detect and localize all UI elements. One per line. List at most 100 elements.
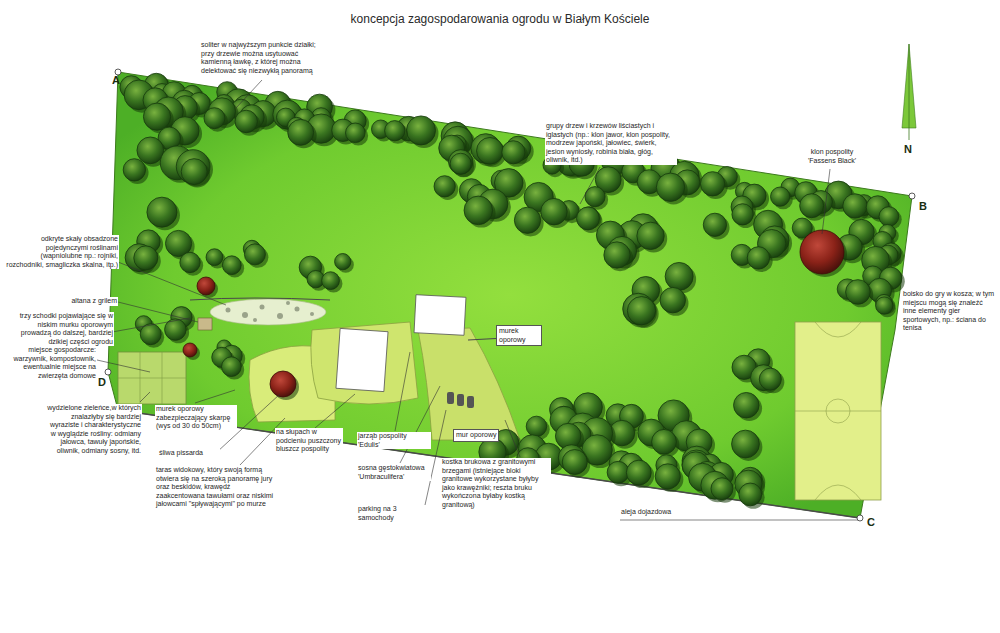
tree-canopy xyxy=(846,280,874,308)
corner-points xyxy=(105,69,915,521)
tree-crown xyxy=(197,277,215,295)
tree-crown xyxy=(450,153,471,174)
tree-canopy xyxy=(558,445,587,474)
leader-lines xyxy=(97,80,858,520)
annotation: grupy drzew i krzewów liściastych i igla… xyxy=(545,122,677,165)
tree-crown xyxy=(577,207,600,230)
tree-canopy xyxy=(204,108,228,132)
tree-canopy xyxy=(660,287,688,315)
tree-crown xyxy=(655,464,680,489)
leader-line xyxy=(236,80,262,108)
tree-crown xyxy=(335,254,351,270)
tree-crown xyxy=(322,272,340,290)
tree-crown xyxy=(652,429,677,454)
tree-crown xyxy=(637,222,664,249)
north-letter: N xyxy=(903,143,913,156)
annotation: śliwa pissarda xyxy=(158,449,220,458)
tree-crown xyxy=(656,173,684,201)
house xyxy=(336,328,388,391)
annotation: soliter w najwyższym punkcie działki; pr… xyxy=(200,41,327,75)
annotation: miejsce gospodarcze: warzywnik, komposto… xyxy=(5,346,97,380)
cars xyxy=(447,392,474,408)
leader-line xyxy=(118,262,226,305)
leader-line xyxy=(395,352,410,431)
tree-canopy xyxy=(222,357,245,380)
leader-line xyxy=(195,390,235,403)
annotation: trzy schodki pojawiające się w niskim mu… xyxy=(8,312,114,346)
tree-crown xyxy=(206,249,223,266)
tree-canopy xyxy=(244,244,268,268)
tree-canopy xyxy=(626,460,654,488)
annotation: altana z grilem xyxy=(40,297,118,306)
gazebo xyxy=(198,318,212,330)
tree-crown xyxy=(526,416,547,437)
tree-canopy xyxy=(288,119,317,148)
leader-line xyxy=(822,169,830,234)
tree-canopy xyxy=(732,204,756,228)
leader-line xyxy=(97,360,150,372)
tree-crown xyxy=(385,121,405,141)
tree-crown xyxy=(732,430,760,458)
tree-canopy xyxy=(655,464,683,492)
tree-crown xyxy=(626,460,651,485)
leader-line xyxy=(580,167,600,204)
rock-garden xyxy=(210,299,326,325)
annotation: na słupach w podcieniu puszczony bluszcz… xyxy=(275,428,343,454)
tree-crown xyxy=(449,150,473,174)
leader-line xyxy=(400,386,440,463)
tree-canopy xyxy=(406,116,438,148)
tree-crown xyxy=(183,343,197,357)
leader-line xyxy=(140,392,150,402)
tree-canopy xyxy=(656,173,687,204)
tree-crown xyxy=(464,196,493,225)
corner-point xyxy=(105,369,111,375)
tree-canopy xyxy=(335,254,354,273)
tree-canopy xyxy=(165,319,190,344)
tree-crown xyxy=(346,123,366,143)
rock-dots xyxy=(226,301,315,322)
corner-letter: D xyxy=(97,376,107,389)
tree-canopy xyxy=(464,196,496,228)
tree-canopy xyxy=(627,297,658,328)
annotation: murek oporowy zabezpieczający skarpę (wy… xyxy=(155,405,237,431)
tree-crown xyxy=(739,483,762,506)
tree-canopy xyxy=(514,207,543,236)
tree-canopy xyxy=(652,429,680,457)
tree-crown xyxy=(846,280,871,305)
annotation: klon pospolity 'Fassens Black' xyxy=(798,148,866,165)
tree-canopy xyxy=(181,159,210,188)
tree-canopy xyxy=(711,478,736,503)
tree-crown xyxy=(604,242,630,268)
utility-area xyxy=(118,352,186,404)
tree-crown xyxy=(665,262,693,290)
tree-canopy xyxy=(222,256,244,278)
annotation: parking na 3 samochody xyxy=(357,505,425,522)
tree-canopy xyxy=(562,450,590,478)
tree-canopy xyxy=(734,392,762,420)
tree-crown xyxy=(434,176,455,197)
court-line xyxy=(795,411,881,412)
tree-crown xyxy=(204,108,225,129)
tree-canopy xyxy=(235,110,260,135)
tree-canopy xyxy=(434,176,458,200)
tree-canopy xyxy=(703,213,729,239)
tree-crown xyxy=(270,371,296,397)
tree-crown xyxy=(288,119,314,145)
tree-canopy xyxy=(322,272,343,293)
tree-canopy xyxy=(140,324,164,348)
tree-canopy xyxy=(541,198,570,227)
tree-crown xyxy=(134,246,158,270)
tree-crown xyxy=(222,357,242,377)
tree-crown xyxy=(771,187,790,206)
tree-crown xyxy=(759,368,781,390)
tree-canopy xyxy=(700,172,727,199)
tree-canopy xyxy=(747,247,772,272)
annotation: taras widokowy, który swoją formą otwier… xyxy=(155,466,275,509)
tree-crown xyxy=(660,287,685,312)
tree-crown xyxy=(147,197,177,227)
tree-crown xyxy=(406,116,435,145)
court-circle xyxy=(826,399,850,423)
tree-canopy xyxy=(800,194,827,221)
tree-canopy xyxy=(147,197,180,230)
